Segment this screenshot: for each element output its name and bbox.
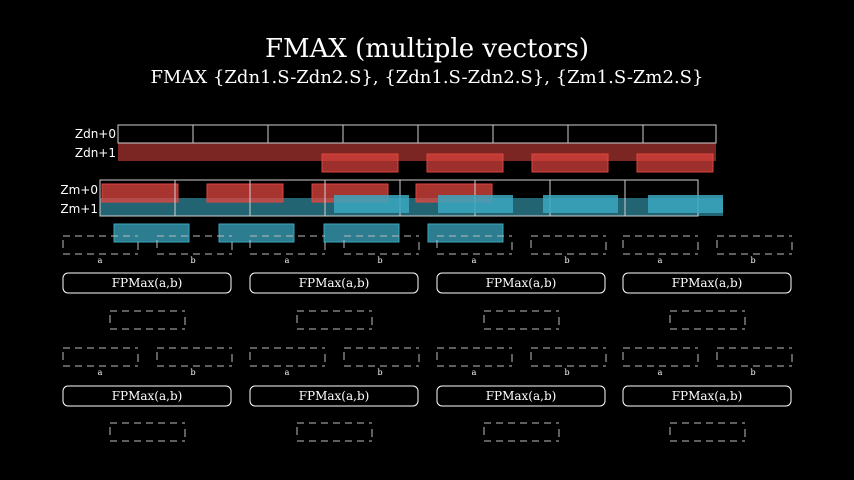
- fpmax-operation-box: [436, 272, 606, 294]
- zm-moving-element: [543, 195, 618, 213]
- operand-a-label: a: [98, 368, 103, 377]
- zm1-register-fill: [100, 198, 723, 216]
- fpmax-operation-label: FPMax(a,b): [112, 276, 183, 290]
- zm-element-moving-down: [427, 223, 504, 243]
- operand-b-label: b: [564, 368, 569, 377]
- zm-moving-element: [648, 195, 723, 213]
- operand-b-label: b: [190, 368, 195, 377]
- zdn1-register-fill: [118, 143, 716, 161]
- operand-a-label: a: [98, 256, 103, 265]
- fpmax-operation-box: [436, 385, 606, 407]
- fpmax-operation-label: FPMax(a,b): [299, 389, 370, 403]
- fpmax-operation-box: [249, 272, 419, 294]
- zm-element-moving-down: [218, 223, 295, 243]
- operand-a-label: a: [658, 256, 663, 265]
- operand-b-label: b: [190, 256, 195, 265]
- fpmax-operation-label: FPMax(a,b): [672, 276, 743, 290]
- operand-b-label: b: [750, 256, 755, 265]
- zm-element-moving-down: [113, 223, 190, 243]
- zdn-moving-element: [321, 153, 399, 173]
- fpmax-operation-label: FPMax(a,b): [299, 276, 370, 290]
- operand-a-label: a: [285, 368, 290, 377]
- fpmax-operation-label: FPMax(a,b): [672, 389, 743, 403]
- zdn-moving-element: [636, 153, 714, 173]
- zm-element-moving-down: [323, 223, 400, 243]
- register-rows: [99, 124, 723, 243]
- fpmax-operation-label: FPMax(a,b): [112, 389, 183, 403]
- zdn1-label: Zdn+1: [75, 146, 116, 160]
- operand-a-label: a: [472, 368, 477, 377]
- zdn0-label: Zdn+0: [75, 127, 116, 141]
- operand-a-label: a: [285, 256, 290, 265]
- diagram-title: FMAX (multiple vectors): [264, 34, 590, 64]
- zdn-element-on-zm: [206, 183, 284, 203]
- fpmax-operation-box: [249, 385, 419, 407]
- fpmax-operation-box: [62, 385, 232, 407]
- register-labels: Zdn+0 Zdn+1 Zm+0 Zm+1: [60, 127, 116, 216]
- fpmax-operation-box: [62, 272, 232, 294]
- zm-moving-element: [334, 195, 409, 213]
- zm1-label: Zm+1: [60, 202, 98, 216]
- fpmax-operation-box: [622, 385, 792, 407]
- zdn0-register: [117, 124, 717, 144]
- zdn-element-on-zm: [101, 183, 179, 203]
- diagram-subtitle: FMAX {Zdn1.S-Zdn2.S}, {Zdn1.S-Zdn2.S}, {…: [150, 67, 704, 88]
- operand-a-label: a: [658, 368, 663, 377]
- fpmax-operation-label: FPMax(a,b): [486, 389, 557, 403]
- operand-b-label: b: [377, 368, 382, 377]
- fpmax-operation-label: FPMax(a,b): [486, 276, 557, 290]
- zm-moving-element: [438, 195, 513, 213]
- zdn-moving-element: [531, 153, 609, 173]
- operand-b-label: b: [377, 256, 382, 265]
- zdn-moving-element: [426, 153, 504, 173]
- zm0-label: Zm+0: [60, 183, 98, 197]
- operand-b-label: b: [564, 256, 569, 265]
- operand-b-label: b: [750, 368, 755, 377]
- fpmax-operation-box: [622, 272, 792, 294]
- operand-a-label: a: [472, 256, 477, 265]
